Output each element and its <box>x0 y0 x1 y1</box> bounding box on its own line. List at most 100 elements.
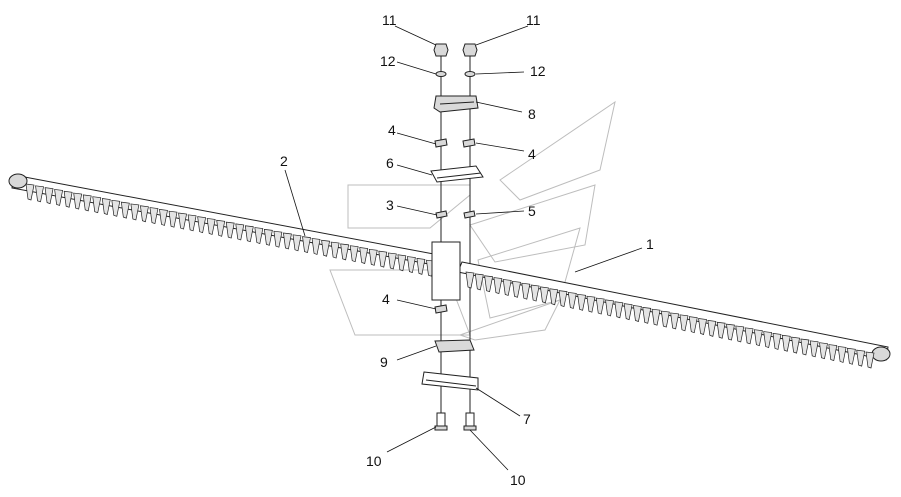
knife-tooth <box>254 227 264 244</box>
knife-tooth <box>378 250 388 268</box>
knife-tooth <box>707 319 717 337</box>
callout-11-right: 11 <box>526 12 541 28</box>
knife-tooth <box>216 219 226 237</box>
callout-2: 2 <box>280 153 288 169</box>
knife-tooth <box>856 349 866 367</box>
knife-tooth <box>73 192 83 210</box>
knife-tooth <box>130 203 140 221</box>
knife-tooth <box>772 332 782 350</box>
knife-tooth <box>633 305 642 322</box>
nut-right <box>462 43 478 57</box>
lock-washer-left <box>435 71 447 77</box>
callout-11-left: 11 <box>382 12 397 28</box>
knife-tooth <box>159 208 168 226</box>
knife-tooth <box>679 314 689 332</box>
leader-lines <box>284 25 643 471</box>
knife-tooth <box>800 338 810 356</box>
knife-tooth <box>82 194 92 212</box>
knife-tooth <box>197 216 207 234</box>
knife-tooth <box>819 342 828 360</box>
square-plate-lower <box>434 304 448 314</box>
knife-tooth <box>586 295 596 313</box>
knife-tooth <box>577 293 587 311</box>
knife-tooth <box>502 279 512 296</box>
knife-tooth <box>744 327 754 345</box>
nut-left <box>433 43 449 57</box>
knife-tooth <box>809 340 819 358</box>
knife-tooth <box>387 252 397 270</box>
square-plate-left-upper <box>434 138 448 148</box>
callout-10-left: 10 <box>366 453 382 469</box>
knife-tooth <box>605 299 614 317</box>
knife-tooth <box>149 207 159 225</box>
knife-tooth <box>225 221 235 239</box>
connecting-plate <box>430 165 484 183</box>
knife-tooth <box>263 228 273 246</box>
knife-tooth <box>837 346 847 363</box>
knife-tooth <box>416 257 426 275</box>
knife-tooth <box>140 205 149 223</box>
knife-tooth <box>651 308 661 326</box>
knife-tooth <box>493 277 503 295</box>
knife-head <box>431 241 461 301</box>
knife-tooth <box>530 284 540 302</box>
knife-tooth <box>25 183 35 201</box>
washer-5 <box>463 210 476 219</box>
knife-tooth <box>368 248 378 266</box>
knife-tooth <box>726 323 735 341</box>
knife-tooth <box>111 199 121 217</box>
knife-tooth <box>688 316 698 334</box>
knife-tooth <box>178 212 187 230</box>
knife-tooth <box>698 318 707 335</box>
knife-tooth <box>735 325 745 343</box>
knife-tooth <box>44 187 54 205</box>
callout-12-left: 12 <box>380 53 396 69</box>
knife-tooth <box>865 351 875 369</box>
knife-tooth <box>791 336 800 354</box>
callout-8: 8 <box>528 106 536 122</box>
knife-tooth <box>474 273 484 291</box>
knife-teeth-right <box>465 271 875 369</box>
knife-tooth <box>558 290 568 308</box>
callout-5: 5 <box>528 203 536 219</box>
knife-tooth <box>168 210 178 228</box>
knife-tooth <box>397 254 407 272</box>
callout-6: 6 <box>386 155 394 171</box>
knife-tooth <box>623 303 633 321</box>
knife-tooth <box>484 275 494 293</box>
washer-3 <box>435 210 448 219</box>
knife-tooth <box>101 198 111 215</box>
knife-tooth <box>340 243 350 261</box>
callout-4-top-right: 4 <box>528 146 536 162</box>
callout-10-right: 10 <box>510 472 526 488</box>
clamp-plate <box>433 95 479 113</box>
callout-4-top-left: 4 <box>388 122 396 138</box>
knife-tooth <box>512 280 521 298</box>
knife-tooth <box>321 239 330 257</box>
knife-tooth <box>828 344 838 362</box>
knife-tooth <box>283 232 292 250</box>
knife-tooth <box>54 189 64 206</box>
knife-tooth <box>359 247 369 264</box>
knife-tooth <box>763 331 773 348</box>
knife-tooth <box>63 190 73 208</box>
knife-tooth <box>642 306 652 324</box>
knife-section-left <box>8 173 456 279</box>
knife-tooth <box>781 334 791 352</box>
knife-tooth <box>540 286 549 304</box>
knife-tooth <box>549 288 559 306</box>
bottom-plate-9 <box>434 339 475 353</box>
knife-tooth <box>120 201 130 219</box>
callout-4-lower: 4 <box>382 291 390 307</box>
knife-tooth <box>753 329 763 347</box>
knife-tooth <box>235 223 245 241</box>
lock-washer-right <box>464 71 476 77</box>
bolt-left <box>434 412 448 431</box>
bottom-plate-7 <box>421 371 479 391</box>
knife-tooth <box>206 218 216 235</box>
callout-7: 7 <box>523 411 531 427</box>
knife-tooth <box>330 241 340 259</box>
knife-tooth <box>846 347 856 365</box>
knife-tooth <box>595 297 605 315</box>
